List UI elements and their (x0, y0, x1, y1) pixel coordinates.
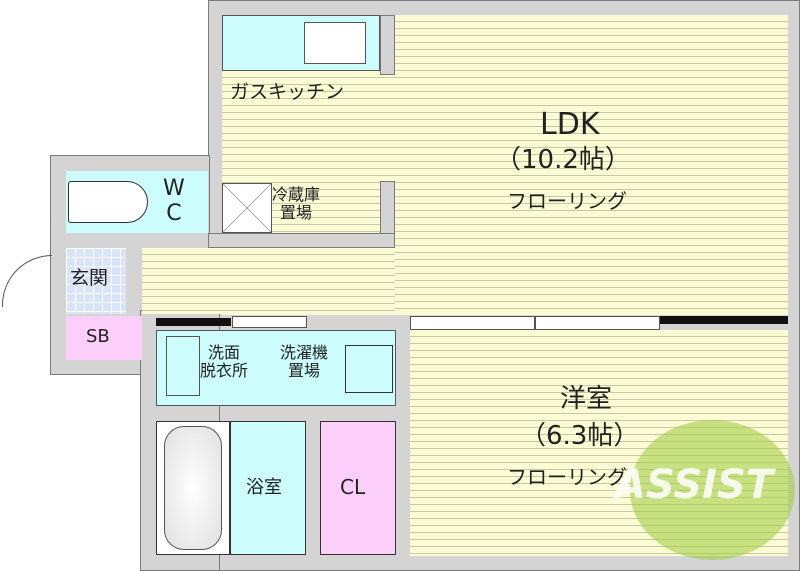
entrance-door[interactable] (2, 255, 52, 307)
washroom-label: 洗面脱衣所 (200, 343, 249, 381)
ldk-floor-type: フローリング (507, 189, 627, 213)
western-name: 洋室 (560, 384, 613, 414)
bathroom (230, 421, 306, 555)
ldk-name: LDK (540, 107, 600, 142)
ldk-size: （10.2帖） (495, 145, 631, 175)
assist-watermark-logo (630, 420, 795, 560)
toilet-icon (68, 181, 148, 223)
ldk-sliding-door-1[interactable] (410, 316, 535, 330)
hallway-floor (142, 248, 395, 314)
washroom (156, 330, 396, 406)
bathtub-basin (164, 426, 222, 550)
kitchen-divider-wall (380, 15, 395, 75)
washer-label: 洗濯機置場 (280, 343, 329, 381)
ldk-sliding-door-2[interactable] (535, 316, 660, 330)
western-floor-type: フローリング (507, 465, 627, 489)
western-size: （6.3帖） (520, 421, 640, 451)
closet (320, 421, 396, 555)
sliding-door[interactable] (232, 316, 307, 328)
kitchen-label: ガスキッチン (230, 81, 345, 103)
bath-label: 浴室 (246, 477, 282, 498)
closet-label: CL (340, 475, 366, 499)
partition-closet-black (156, 318, 231, 326)
hall-top-wall (208, 233, 395, 248)
partition-black (660, 316, 788, 324)
entrance-area (66, 248, 126, 314)
entrance-label: 玄関 (70, 267, 109, 289)
washbasin-icon (166, 336, 200, 396)
assist-watermark-text: ASSIST (615, 462, 774, 508)
sink-icon (304, 22, 366, 64)
fridge-label: 冷蔵庫置場 (272, 185, 321, 223)
washer-icon (345, 345, 393, 393)
shoebox-label: SB (86, 326, 110, 347)
fridge-wall (380, 181, 395, 236)
shoe-box (66, 316, 142, 360)
fridge-space (222, 183, 272, 233)
